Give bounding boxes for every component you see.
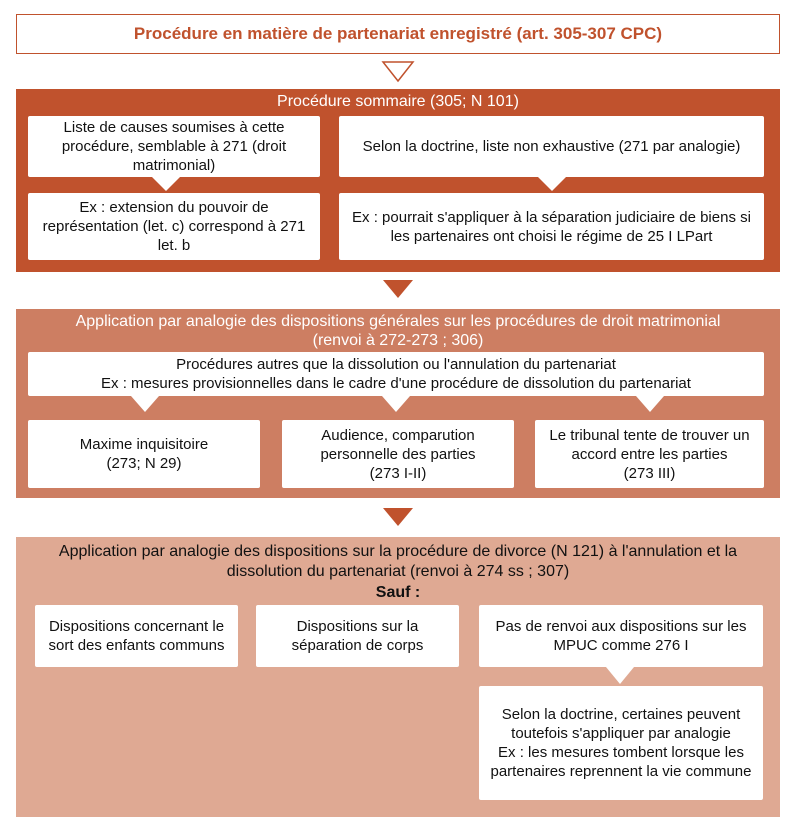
section3-title: Application par analogie des disposition… (58, 543, 738, 580)
page-title: Procédure en matière de partenariat enre… (133, 24, 663, 43)
section1-box-liste-causes: Liste de causes soumises à cette procédu… (28, 116, 320, 177)
section2-box-audience: Audience, comparution personnelle des pa… (282, 420, 514, 488)
section-procedure-sommaire: Procédure sommaire (305; N 101) Liste de… (16, 89, 780, 272)
section2-box-maxime: Maxime inquisitoire (273; N 29) (28, 420, 260, 488)
title-box: Procédure en matière de partenariat enre… (16, 14, 780, 54)
section1-box-doctrine-liste: Selon la doctrine, liste non exhaustive … (339, 116, 764, 177)
section2-title-line2: (renvoi à 272-273 ; 306) (312, 332, 484, 349)
section1-box-ex-separation: Ex : pourrait s'appliquer à la séparatio… (339, 193, 764, 260)
section1-title: Procédure sommaire (305; N 101) (277, 93, 519, 110)
section-analogie-divorce: Application par analogie des disposition… (16, 537, 780, 817)
section3-sauf: Sauf : (375, 584, 421, 601)
outline-down-arrow (381, 61, 415, 83)
down-arrow-1 (383, 280, 413, 298)
section-analogie-droit-matrimonial: Application par analogie des disposition… (16, 309, 780, 498)
section2-wide-box: Procédures autres que la dissolution ou … (28, 352, 764, 396)
section1-box-ex-extension: Ex : extension du pouvoir de représentat… (28, 193, 320, 260)
section3-box-mpuc: Pas de renvoi aux dispositions sur les M… (479, 605, 763, 667)
section2-title-line1: Application par analogie des disposition… (75, 313, 721, 330)
down-arrow-2 (383, 508, 413, 526)
section2-box-tribunal: Le tribunal tente de trouver un accord e… (535, 420, 764, 488)
section3-box-separation-corps: Dispositions sur la séparation de corps (256, 605, 459, 667)
section3-box-enfants: Dispositions concernant le sort des enfa… (35, 605, 238, 667)
section3-box-doctrine-analogie: Selon la doctrine, certaines peuvent tou… (479, 686, 763, 800)
